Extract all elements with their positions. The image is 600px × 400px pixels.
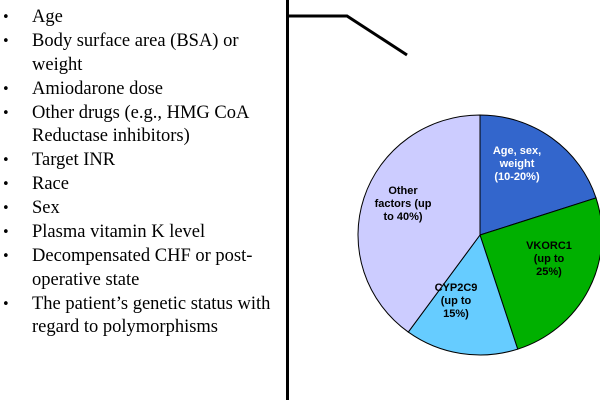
bullet-icon: • bbox=[2, 225, 10, 240]
bullet-icon: • bbox=[2, 10, 10, 25]
connector-polyline bbox=[287, 14, 408, 57]
factor-item: • Body surface area (BSA) or weight bbox=[0, 30, 285, 77]
factor-text: Amiodarone dose bbox=[32, 78, 164, 99]
bullet-icon: • bbox=[2, 153, 10, 168]
connector-line bbox=[287, 14, 408, 57]
slice-label-line: Other bbox=[388, 185, 418, 197]
factor-item: • Target INR bbox=[0, 149, 285, 173]
factor-text: Other drugs (e.g., HMG CoA Reductase inh… bbox=[32, 102, 249, 147]
bullet-icon: • bbox=[2, 81, 10, 97]
factor-text: The patient’s genetic status with regard… bbox=[32, 293, 271, 338]
factor-item: • Decompensated CHF or post-operative sta… bbox=[0, 245, 285, 292]
bullet-icon: • bbox=[2, 34, 10, 49]
factor-text: Race bbox=[32, 174, 69, 194]
slice-label-line: (up to bbox=[534, 253, 565, 265]
bullet-icon: • bbox=[2, 177, 10, 192]
factor-list: • Age • Body surface area (BSA) or weight • A… bbox=[0, 6, 285, 340]
factor-item: • The patient’s genetic status with regar… bbox=[0, 293, 285, 340]
vertical-divider bbox=[286, 0, 289, 400]
pie-slice bbox=[407, 233, 519, 356]
slice-label-line: weight bbox=[499, 158, 535, 170]
slice-label-line: 25%) bbox=[536, 266, 562, 278]
pie-slice bbox=[357, 114, 481, 333]
factor-text: Age bbox=[32, 7, 63, 27]
factor-item: • Race bbox=[0, 173, 285, 197]
factor-item: • Age bbox=[0, 6, 285, 30]
slice-label-line: CYP2C9 bbox=[435, 282, 478, 294]
factor-text: Target INR bbox=[32, 150, 116, 170]
bullet-icon: • bbox=[2, 249, 10, 264]
slice-label-line: Age, sex, bbox=[493, 145, 541, 157]
slice-label-line: (up to bbox=[441, 295, 472, 307]
slice-label-line: to 40%) bbox=[383, 211, 422, 223]
factor-item: • Sex bbox=[0, 197, 285, 221]
pie-slice bbox=[479, 114, 597, 236]
bullet-icon: • bbox=[2, 105, 10, 121]
slice-label-line: VKORC1 bbox=[526, 240, 572, 252]
slice-label: Age, sex,weight(10-20%) bbox=[493, 145, 541, 183]
factor-text: Body surface area (BSA) or weight bbox=[32, 31, 239, 75]
factor-item: • Amiodarone dose bbox=[0, 78, 285, 102]
pie-slice bbox=[479, 197, 600, 350]
bullet-icon: • bbox=[2, 296, 10, 312]
factor-text: Decompensated CHF or post-operative stat… bbox=[32, 246, 253, 290]
slice-label-line: 15%) bbox=[443, 308, 469, 320]
factor-item: • Other drugs (e.g., HMG CoA Reductase in… bbox=[0, 102, 285, 149]
factor-item: • Plasma vitamin K level bbox=[0, 221, 285, 245]
factor-text: Plasma vitamin K level bbox=[32, 222, 206, 242]
factor-text: Sex bbox=[32, 198, 60, 218]
bullet-icon: • bbox=[2, 201, 10, 216]
slice-label-line: factors (up bbox=[375, 198, 432, 210]
slice-label-line: (10-20%) bbox=[494, 171, 540, 183]
